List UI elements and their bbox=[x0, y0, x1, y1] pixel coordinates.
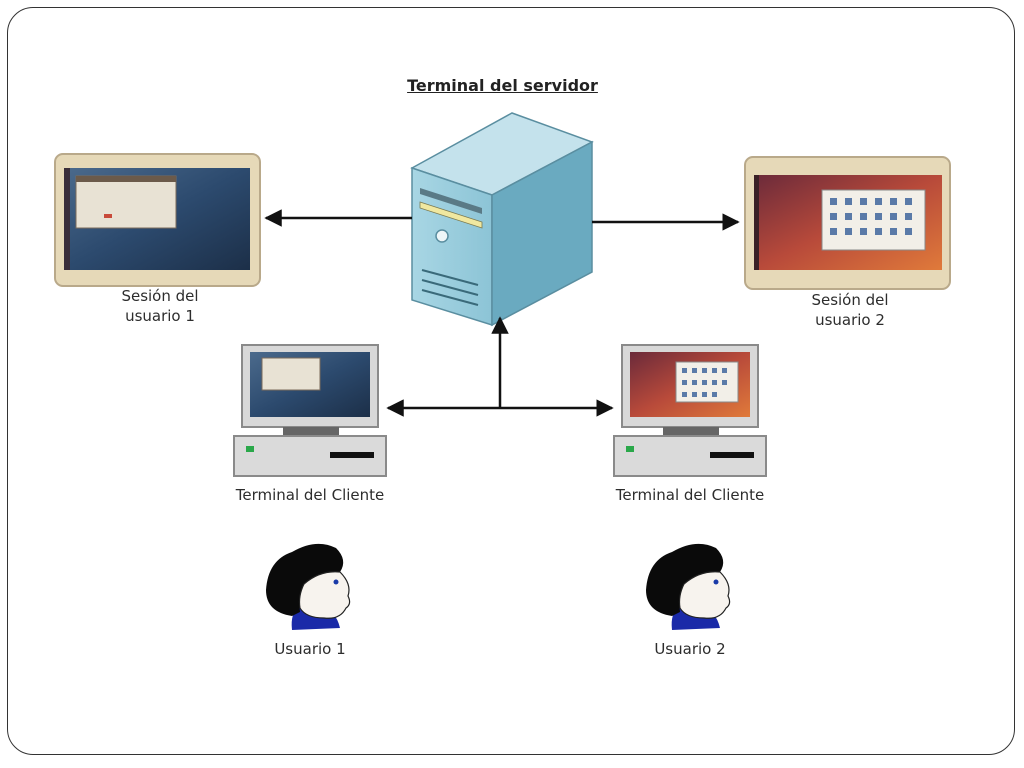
session-2-panel bbox=[744, 156, 951, 290]
server-icon bbox=[410, 112, 594, 327]
server-terminal-title: Terminal del servidor bbox=[407, 76, 598, 95]
session-1-panel bbox=[54, 153, 261, 287]
client-1-computer bbox=[233, 344, 387, 477]
session-2-label: Sesión del usuario 2 bbox=[760, 290, 940, 330]
session-1-label-line1: Sesión del bbox=[121, 287, 199, 305]
client-2-label: Terminal del Cliente bbox=[615, 486, 765, 504]
session-1-label-line2: usuario 1 bbox=[125, 307, 195, 325]
connection-arrows bbox=[264, 209, 740, 417]
user-1-avatar bbox=[266, 543, 351, 630]
session-2-label-line1: Sesión del bbox=[811, 291, 889, 309]
user-2-avatar bbox=[646, 543, 731, 630]
user-1-label: Usuario 1 bbox=[274, 640, 346, 658]
session-2-label-line2: usuario 2 bbox=[815, 311, 885, 329]
client-1-label: Terminal del Cliente bbox=[235, 486, 385, 504]
session-1-label: Sesión del usuario 1 bbox=[70, 286, 250, 326]
client-2-computer bbox=[613, 344, 767, 477]
user-2-label: Usuario 2 bbox=[654, 640, 726, 658]
